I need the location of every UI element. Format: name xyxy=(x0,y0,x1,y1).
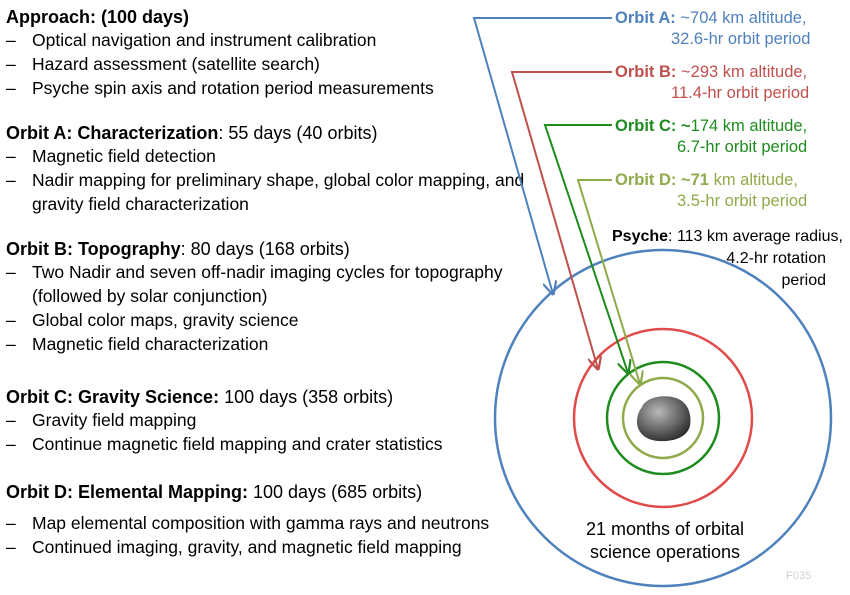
bullet-item: Map elemental composition with gamma ray… xyxy=(6,511,526,535)
phase-title: Approach: (100 days) xyxy=(6,7,190,27)
operations-caption: 21 months of orbital science operations xyxy=(585,519,745,562)
psyche-asteroid xyxy=(637,396,691,442)
bullet-item: Magnetic field detection xyxy=(6,144,526,168)
phase-orbit-c: Orbit C: Gravity Science: 100 days (358 … xyxy=(6,386,526,456)
phase-title: Orbit B: Topography: 80 days (168 orbits… xyxy=(6,239,350,259)
bullet-item: Hazard assessment (satellite search) xyxy=(6,52,526,76)
orbit-c-circle xyxy=(605,360,721,476)
orbit-b-label: Orbit B: ~293 km altitude, 11.4-hr orbit… xyxy=(615,63,810,102)
bullet-item: Optical navigation and instrument calibr… xyxy=(6,28,526,52)
bullet-item: Psyche spin axis and rotation period mea… xyxy=(6,76,526,100)
orbit-d-label: Orbit D: ~71 km altitude, 3.5-hr orbit p… xyxy=(615,171,808,210)
bullet-item: Magnetic field characterization xyxy=(6,332,526,356)
phase-bullets: Magnetic field detection Nadir mapping f… xyxy=(6,144,526,216)
orbit-c-arrow xyxy=(543,124,628,373)
bullet-item: Continue magnetic field mapping and crat… xyxy=(6,432,526,456)
bullet-item: Gravity field mapping xyxy=(6,408,526,432)
phase-title: Orbit A: Characterization: 55 days (40 o… xyxy=(6,123,378,143)
orbit-a-arrow xyxy=(472,17,612,294)
bullet-item: Global color maps, gravity science xyxy=(6,308,526,332)
orbit-d-circle xyxy=(621,376,705,460)
phase-orbit-a: Orbit A: Characterization: 55 days (40 o… xyxy=(6,122,526,216)
orbit-c-label: Orbit C: ~174 km altitude, 6.7-hr orbit … xyxy=(615,117,808,156)
phase-bullets: Optical navigation and instrument calibr… xyxy=(6,28,526,100)
bullet-item: Two Nadir and seven off-nadir imaging cy… xyxy=(6,260,526,308)
phase-title: Orbit D: Elemental Mapping: 100 days (68… xyxy=(6,482,423,502)
phase-approach: Approach: (100 days) Optical navigation … xyxy=(6,6,526,100)
phase-bullets: Map elemental composition with gamma ray… xyxy=(6,511,526,559)
psyche-label: Psyche: 113 km average radius, 4.2-hr ro… xyxy=(612,228,843,289)
phase-orbit-b: Orbit B: Topography: 80 days (168 orbits… xyxy=(6,238,526,356)
bullet-item: Nadir mapping for preliminary shape, glo… xyxy=(6,168,526,216)
orbit-b-arrow xyxy=(510,71,612,369)
phase-orbit-d: Orbit D: Elemental Mapping: 100 days (68… xyxy=(6,481,526,559)
figure-id: F035 xyxy=(786,570,812,582)
phase-bullets: Gravity field mapping Continue magnetic … xyxy=(6,408,526,456)
orbit-a-circle xyxy=(493,248,833,588)
orbit-a-label: Orbit A: ~704 km altitude, 32.6-hr orbit… xyxy=(615,9,811,48)
orbit-d-arrow xyxy=(576,179,640,384)
phase-bullets: Two Nadir and seven off-nadir imaging cy… xyxy=(6,260,526,356)
orbit-b-circle xyxy=(572,327,754,509)
bullet-item: Continued imaging, gravity, and magnetic… xyxy=(6,535,526,559)
phase-title: Orbit C: Gravity Science: 100 days (358 … xyxy=(6,387,394,407)
